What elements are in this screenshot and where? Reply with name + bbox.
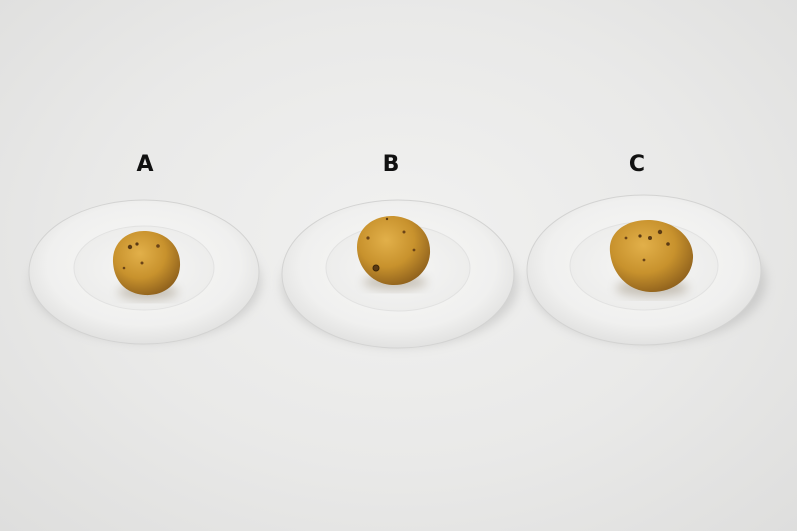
label-a: A: [136, 152, 154, 177]
potato-a: [112, 230, 181, 300]
potato-c: [609, 220, 694, 297]
label-b: B: [382, 152, 400, 177]
label-c: C: [628, 152, 646, 177]
potato-b: [357, 215, 431, 290]
